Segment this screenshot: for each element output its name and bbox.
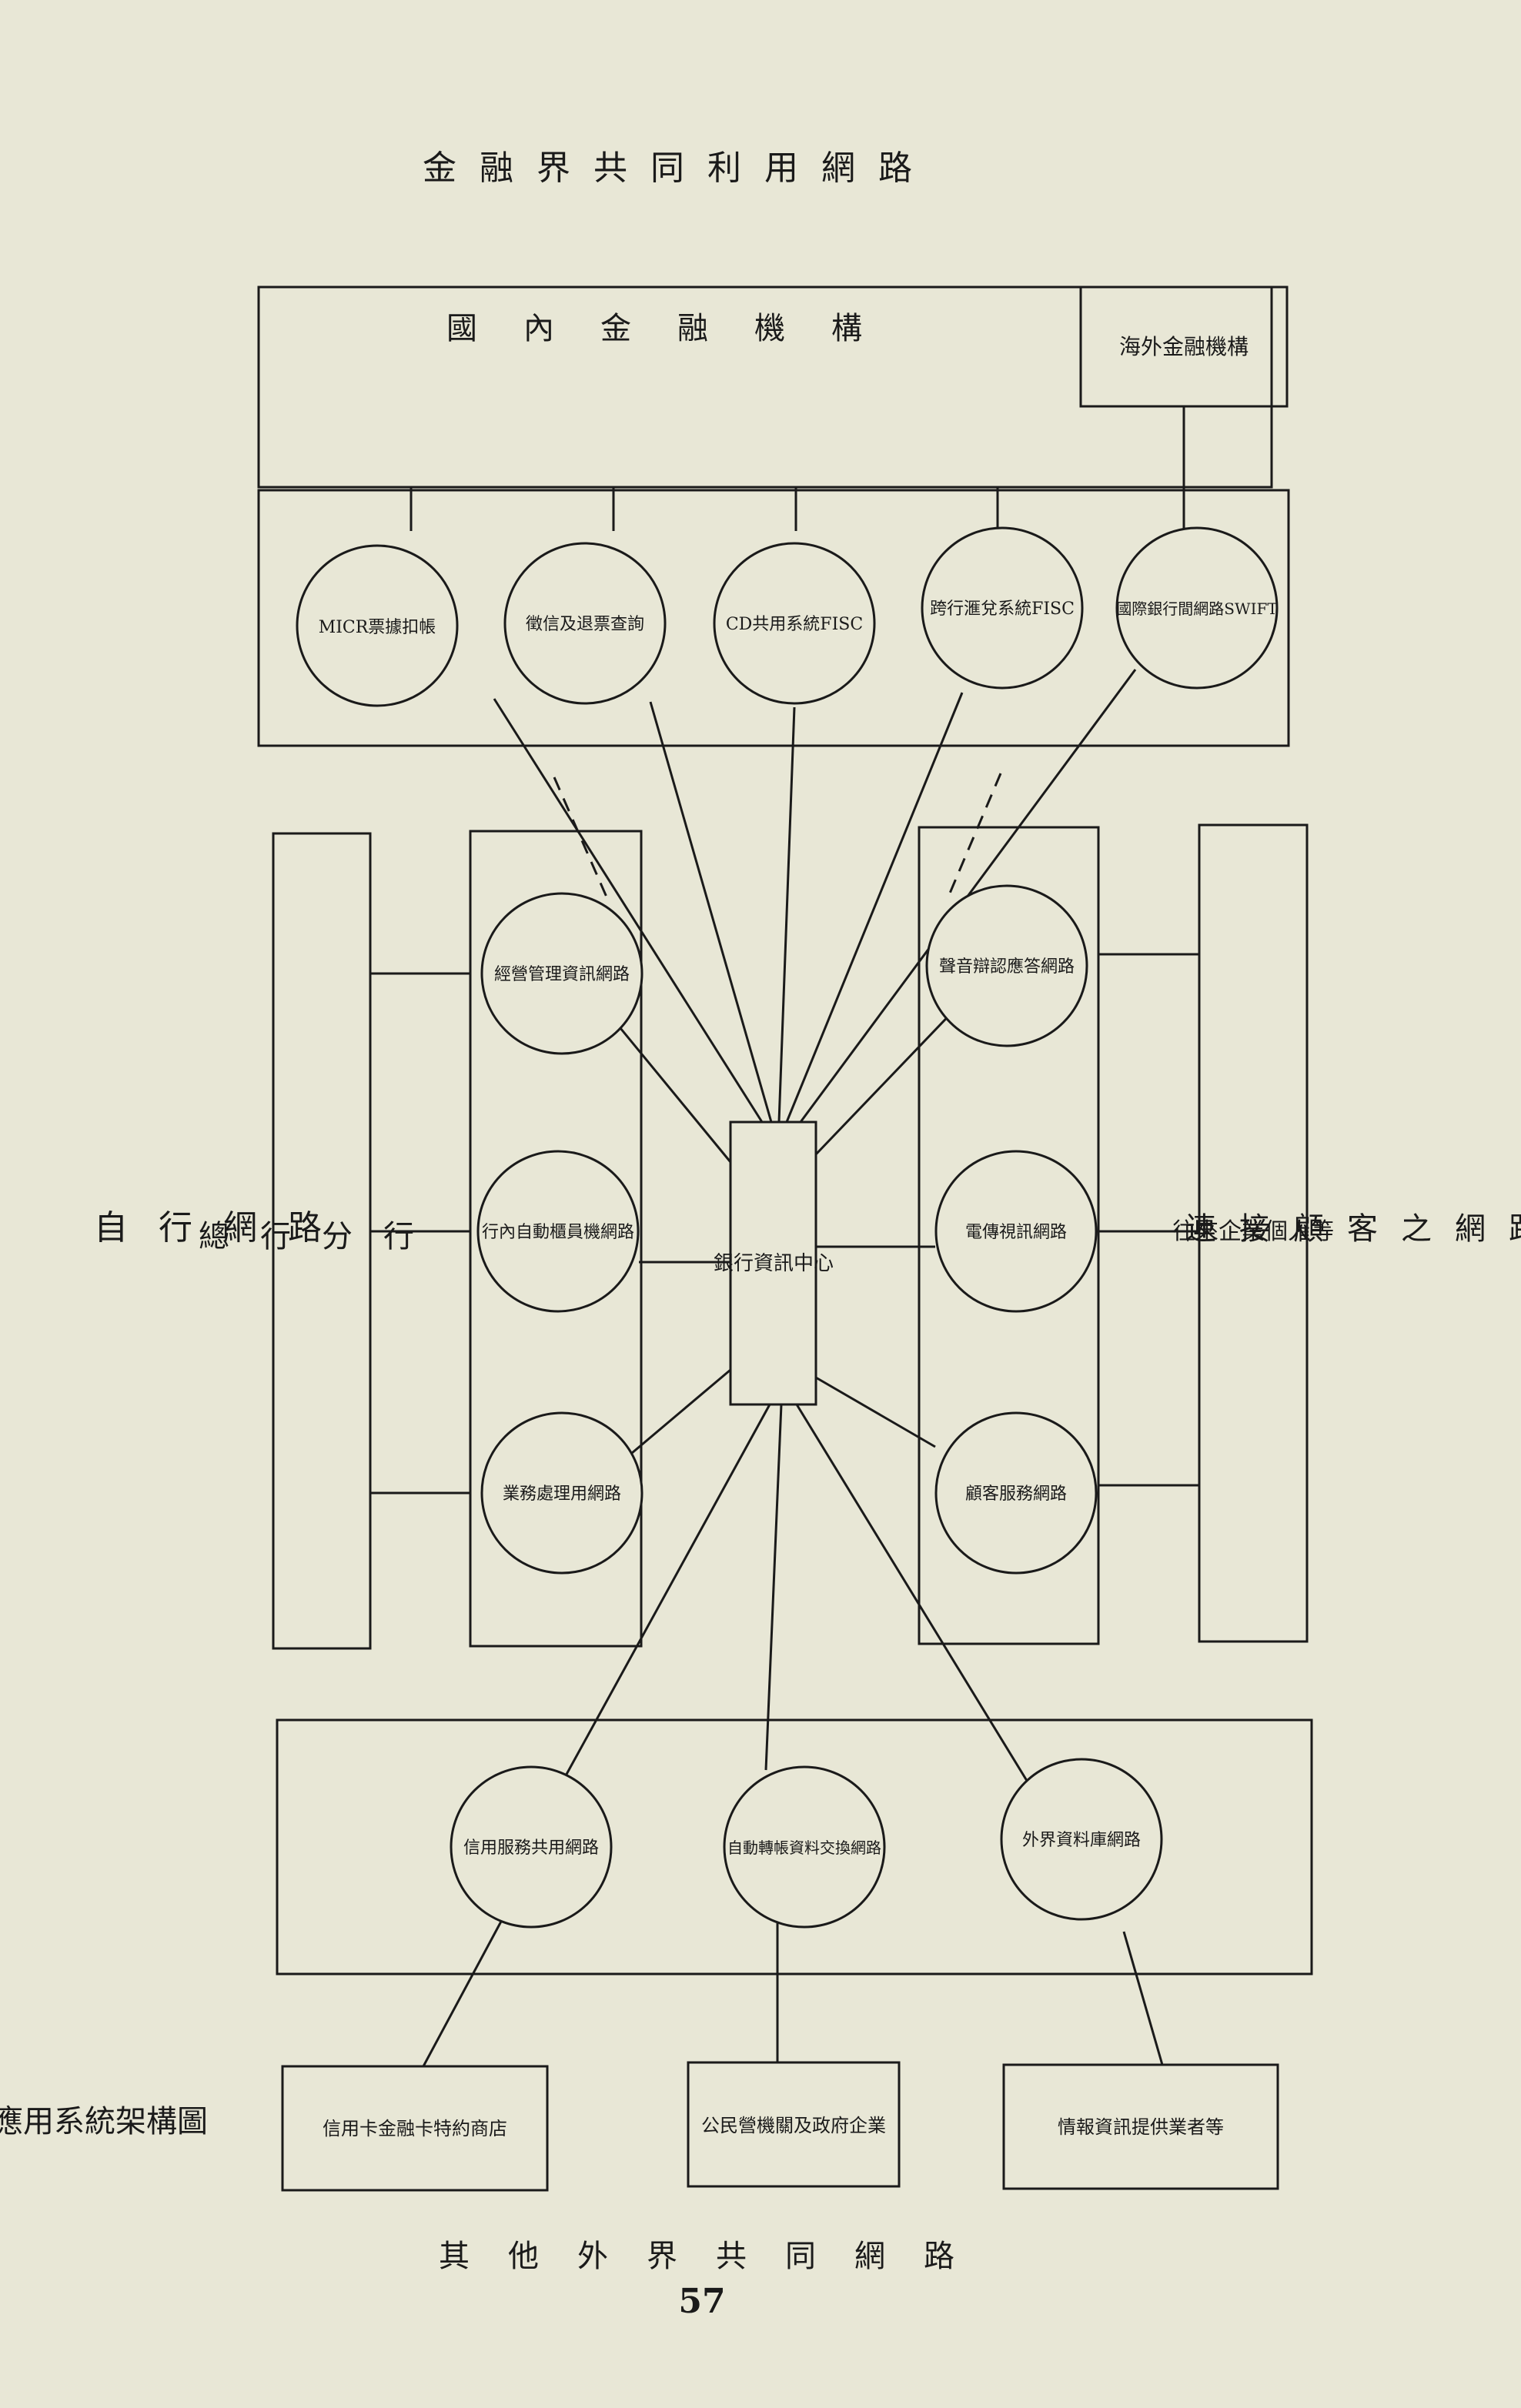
external-db-node xyxy=(1000,1758,1163,1921)
teletext-node xyxy=(934,1150,1098,1313)
auto-transfer-label: 自動轉帳資料交換網路 xyxy=(727,1839,881,1857)
domestic-fin-label: 國內金融機構 xyxy=(446,311,908,346)
mgmt-info-label: 經營管理資訊網路 xyxy=(494,965,630,984)
external-network-box xyxy=(276,1718,1313,1975)
micr-node xyxy=(296,544,459,707)
head-branch-box xyxy=(272,832,372,1650)
credit-card-label: 信用服務共用網路 xyxy=(463,1839,599,1858)
micr-label: MICR票據扣帳 xyxy=(319,618,436,637)
auto-transfer-node xyxy=(723,1765,886,1929)
financial-shared-title: 金融界共同利用網路 xyxy=(423,149,935,188)
teller-label: 行內自動櫃員機網路 xyxy=(482,1223,634,1242)
external-title: 其他外界共同網路 xyxy=(439,2239,993,2274)
own-bank-title: 自行網路 xyxy=(94,1208,353,1247)
teller-node xyxy=(476,1150,640,1313)
clients-label: 往來企業個人等 xyxy=(1172,1218,1334,1245)
mgmt-info-node xyxy=(480,892,644,1055)
page-number: 57 xyxy=(678,2282,725,2321)
info-providers-box xyxy=(1002,2063,1279,2190)
credit-query-label: 徵信及退票查詢 xyxy=(526,615,644,634)
card-merchants-box xyxy=(281,2065,549,2192)
external-db-label: 外界資料庫網路 xyxy=(1022,1831,1141,1850)
customer-nodes-box xyxy=(918,826,1100,1645)
own-nodes-box xyxy=(469,830,643,1648)
domestic-fin-box xyxy=(257,286,1273,489)
business-proc-node xyxy=(480,1411,644,1575)
cd-fisc-label: CD共用系統FISC xyxy=(726,615,863,634)
clients-box xyxy=(1198,823,1309,1643)
customer-service-node xyxy=(934,1411,1098,1575)
public-gov-label: 公民營機關及政府企業 xyxy=(701,2115,886,2136)
overseas-fin-label: 海外金融機構 xyxy=(1119,334,1249,359)
credit-query-node xyxy=(503,542,667,705)
voice-resp-node xyxy=(925,884,1088,1047)
center-label: 銀行資訊中心 xyxy=(714,1252,834,1275)
voice-resp-label: 聲音辯認應答網路 xyxy=(939,957,1075,977)
interbank-fisc-node xyxy=(921,526,1084,690)
cd-fisc-node xyxy=(713,542,876,705)
swift-label: 國際銀行間網路SWIFT xyxy=(1116,599,1278,618)
teletext-label: 電傳視訊網路 xyxy=(965,1223,1067,1242)
card-merchants-label: 信用卡金融卡特約商店 xyxy=(323,2118,507,2139)
head-branch-label: 總行分行 xyxy=(199,1219,445,1254)
caption: 二應用系統架構圖 xyxy=(0,2104,208,2139)
info-providers-label: 情報資訊提供業者等 xyxy=(1058,2116,1224,2138)
swift-node xyxy=(1115,526,1279,690)
public-gov-box xyxy=(687,2061,901,2188)
interbank-fisc-label: 跨行滙兌系統FISC xyxy=(930,599,1075,619)
customer-service-label: 顧客服務網路 xyxy=(965,1485,1067,1504)
business-proc-label: 業務處理用網路 xyxy=(503,1485,621,1504)
customer-title: 連接顧客之網路 xyxy=(1185,1211,1521,1247)
credit-card-node xyxy=(450,1765,613,1929)
financial-network-box xyxy=(257,489,1290,747)
